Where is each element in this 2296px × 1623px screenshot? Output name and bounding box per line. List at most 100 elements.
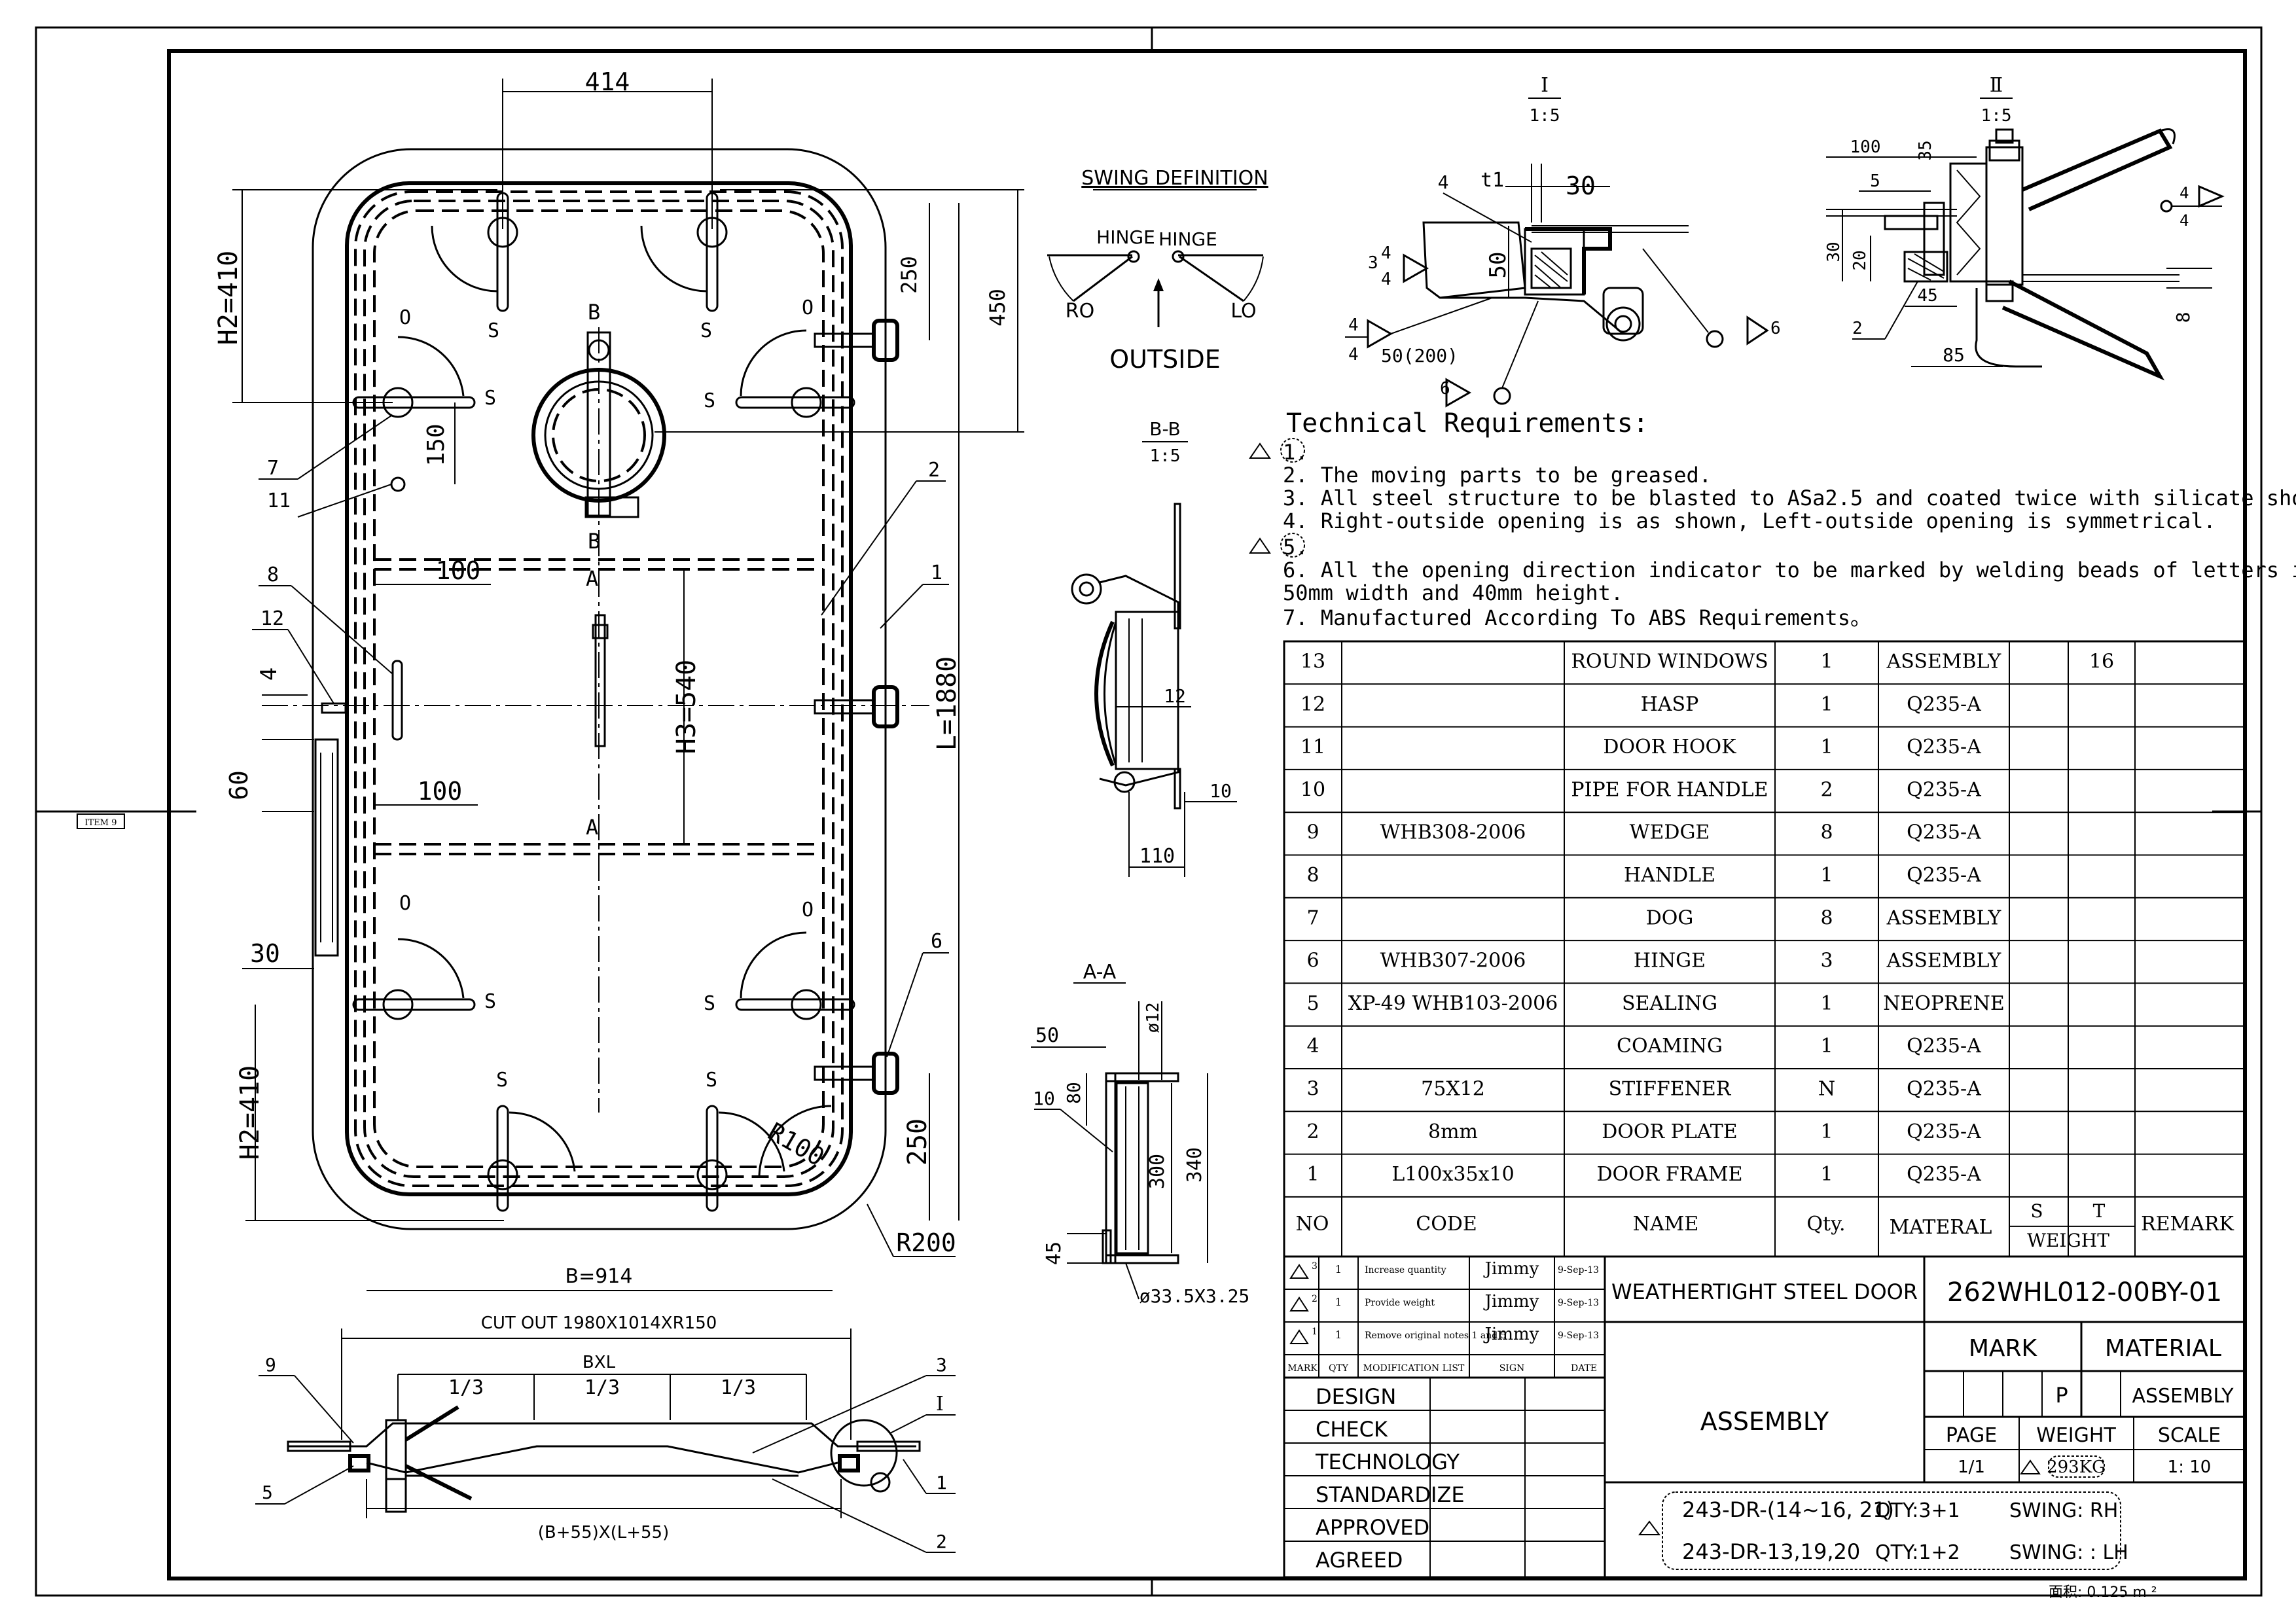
bb-leg — [1174, 768, 1181, 810]
bom-cell-qty: 8 — [1820, 906, 1833, 929]
bom-cell-code: 75X12 — [1421, 1077, 1485, 1100]
ii-lever-tip — [2159, 128, 2176, 145]
bom-cell-name: HINGE — [1634, 950, 1706, 972]
frame-hidden-3 — [373, 209, 825, 1168]
dog-icon — [487, 1159, 518, 1190]
role-standardize: STANDARDIZE — [1316, 1482, 1465, 1507]
detail-i-hinge-pin — [1614, 315, 1632, 333]
weld-6b: 6 — [1770, 319, 1781, 338]
rev-desc: Increase quantity — [1365, 1265, 1446, 1275]
leader — [284, 1465, 354, 1505]
balloon-6: 6 — [931, 930, 942, 953]
swing-definition: SWING DEFINITION HINGE HINGE RO LO OUTSI… — [1047, 167, 1268, 374]
leader — [867, 1204, 894, 1257]
dim-150: 150 — [423, 423, 450, 466]
dog-icon — [696, 1159, 728, 1190]
weld-symbol-icon — [1367, 319, 1393, 349]
rev-cloud-icon — [2048, 1455, 2105, 1478]
center-handle-cap — [592, 624, 609, 639]
drawing-number: 262WHL012-00BY-01 — [1947, 1277, 2222, 1308]
rev-head-date: DATE — [1571, 1363, 1597, 1374]
ii-seal — [1903, 251, 1948, 283]
bom-cell-no: 6 — [1306, 950, 1319, 972]
bb-window-curve — [1094, 620, 1115, 767]
hinge-arm — [814, 1065, 875, 1081]
bom-head-mat: MATERAL — [1890, 1216, 1992, 1239]
bom-cell-mat: Q235-A — [1907, 693, 1981, 716]
bom-head-qty: Qty. — [1806, 1213, 1845, 1236]
leader — [752, 1375, 927, 1454]
bom-cell-no: 5 — [1306, 992, 1319, 1015]
cutout-bottom-dim: (B+55)X(L+55) — [538, 1523, 669, 1543]
detail-i-seal — [1530, 247, 1572, 289]
weight-value: 293KG — [2047, 1457, 2106, 1477]
detail-i-hinge-icon — [1605, 306, 1641, 342]
ii-lever-lower — [2001, 279, 2165, 381]
hinge-arm — [814, 332, 875, 348]
bom-grid — [1284, 641, 2245, 1257]
balloon-2b: 2 — [936, 1531, 947, 1552]
bom-cell-qty: 3 — [1820, 950, 1833, 972]
rev-triangle-icon — [2020, 1459, 2041, 1474]
ii-frame — [1923, 202, 1945, 276]
bom-cell-mat: Q235-A — [1907, 1077, 1981, 1100]
leader — [1390, 297, 1493, 334]
dog-handle — [735, 396, 855, 409]
aa-bottom-plate — [1105, 1254, 1179, 1264]
ii-dim-20: 20 — [1850, 250, 1870, 270]
bom-cell-qty: 1 — [1820, 736, 1833, 758]
bom-cell-qty: 1 — [1820, 992, 1833, 1015]
bb-title: B-B — [1149, 418, 1181, 440]
detail-i-hinge-block — [1602, 287, 1644, 335]
dim-60: 60 — [224, 770, 253, 800]
dim-r200: R200 — [896, 1228, 956, 1257]
swing-door — [1073, 255, 1133, 302]
bb-dim-10: 10 — [1210, 780, 1232, 802]
dim-50-detail: 50 — [1485, 252, 1511, 279]
tech-item-1: 1. — [1283, 440, 1308, 465]
bom-cell-name: DOOR HOOK — [1603, 736, 1736, 758]
balloon-2: 2 — [928, 459, 940, 482]
item-tag-box — [77, 813, 125, 829]
bom-head-weight: WEIGHT — [2027, 1230, 2109, 1251]
label-b-bottom: B — [588, 529, 600, 554]
swing-arc — [397, 938, 465, 999]
balloon-1b: 1 — [936, 1472, 947, 1493]
balloon-1: 1 — [931, 562, 942, 584]
bom-cell-name: ROUND WINDOWS — [1571, 650, 1768, 673]
hinge-point — [1127, 250, 1140, 263]
inner-frame — [167, 49, 2247, 1580]
bom-head-t: T — [2093, 1200, 2106, 1222]
rev-number: 1 — [1312, 1327, 1318, 1337]
dog-spindle — [385, 1479, 407, 1513]
area-note: 面积: 0.125 m ² — [2049, 1584, 2157, 1601]
rev-desc: Provide weight — [1365, 1298, 1435, 1308]
leader — [1443, 192, 1532, 243]
leader — [287, 629, 334, 704]
tech-item-7: 7. Manufactured According To ABS Require… — [1283, 605, 1871, 630]
role-check: CHECK — [1316, 1417, 1388, 1442]
bom-cell-code: WHB307-2006 — [1380, 950, 1526, 972]
aa-dim-d12: ø12 — [1143, 1003, 1163, 1033]
dog-handle — [706, 1105, 719, 1212]
label-a-top: A — [586, 566, 598, 591]
assembly-title: ASSEMBLY — [1700, 1407, 1829, 1436]
balloon-8: 8 — [267, 563, 279, 586]
ref-2: 243-DR-13,19,20 — [1682, 1539, 1860, 1564]
label-b-top: B — [588, 300, 600, 325]
hinge-point — [1172, 250, 1185, 263]
dim-250-top: 250 — [897, 256, 922, 294]
rev-head-qty: QTY — [1329, 1363, 1349, 1374]
bom-cell-qty: 1 — [1820, 1120, 1833, 1143]
aa-title: A-A — [1083, 961, 1117, 984]
arrow-head-icon — [1153, 278, 1164, 291]
bom-head-no: NO — [1296, 1213, 1329, 1236]
bom-cell-no: 8 — [1306, 864, 1319, 887]
bom-cell-no: 4 — [1306, 1035, 1319, 1058]
ii-weld-4a: 4 — [2179, 184, 2189, 202]
p-label: P — [2055, 1383, 2068, 1408]
